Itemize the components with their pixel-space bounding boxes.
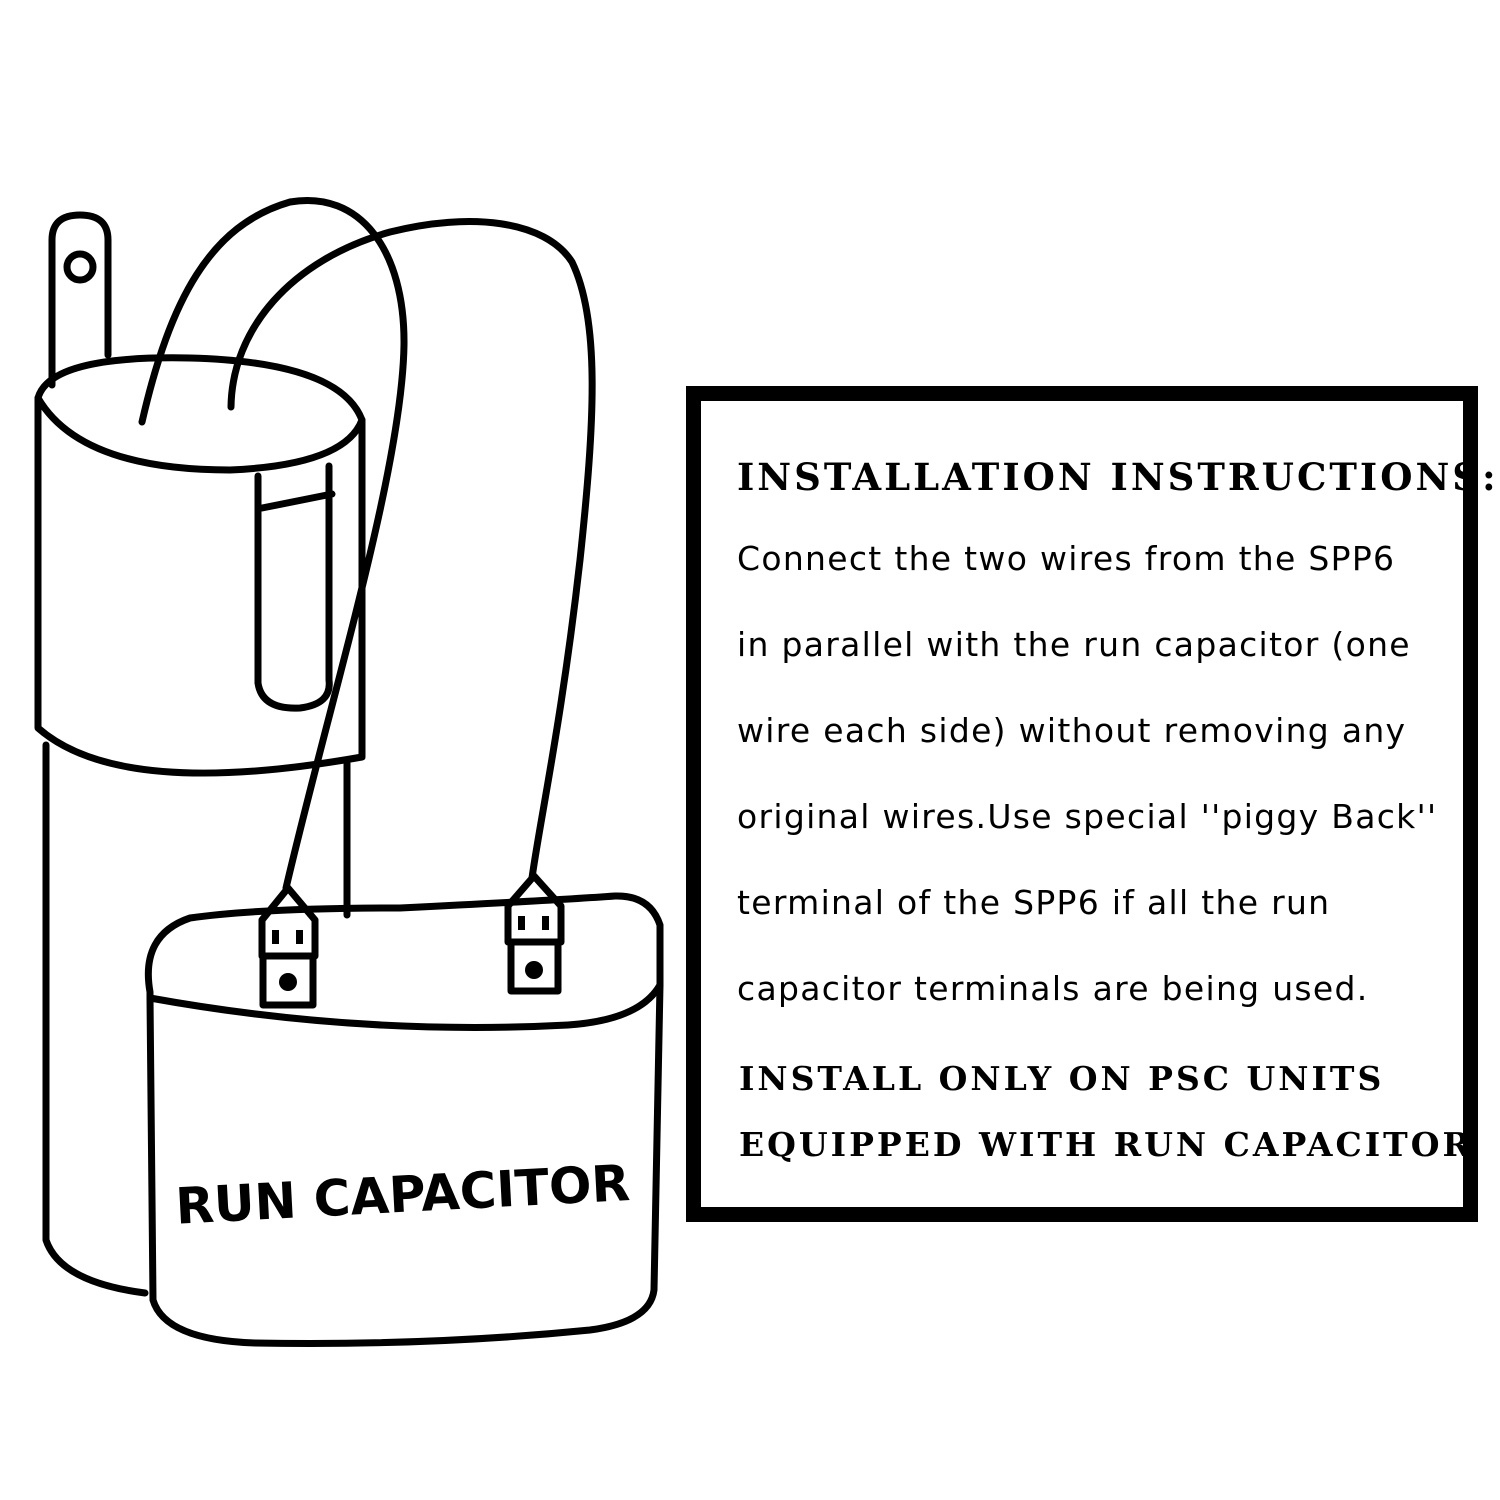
mounting-tab	[48, 211, 112, 389]
clip-strap	[254, 462, 333, 712]
capacitor-label: RUN CAPACITOR	[174, 1154, 631, 1236]
instruction-line: original wires.Use special ''piggy Back'…	[737, 797, 1438, 836]
instructions-panel: INSTALLATION INSTRUCTIONS: Connect the t…	[686, 386, 1496, 1222]
instruction-line: Connect the two wires from the SPP6	[737, 539, 1396, 578]
warning-line: INSTALL ONLY ON PSC UNITS	[739, 1059, 1385, 1098]
warning-line: EQUIPPED WITH RUN CAPACITOR	[739, 1125, 1473, 1164]
instruction-line: wire each side) without removing any	[737, 711, 1407, 750]
instructions-heading: INSTALLATION INSTRUCTIONS:	[737, 455, 1499, 499]
wire-right	[227, 218, 596, 882]
instruction-line: capacitor terminals are being used.	[737, 969, 1369, 1008]
terminal-left	[258, 884, 319, 1009]
spp6-unit	[34, 354, 366, 1297]
terminal-right	[504, 872, 565, 995]
run-capacitor: RUN CAPACITOR	[144, 892, 664, 1347]
instruction-line: in parallel with the run capacitor (one	[737, 625, 1411, 664]
instruction-line: terminal of the SPP6 if all the run	[737, 883, 1331, 922]
wire-left	[138, 197, 408, 892]
